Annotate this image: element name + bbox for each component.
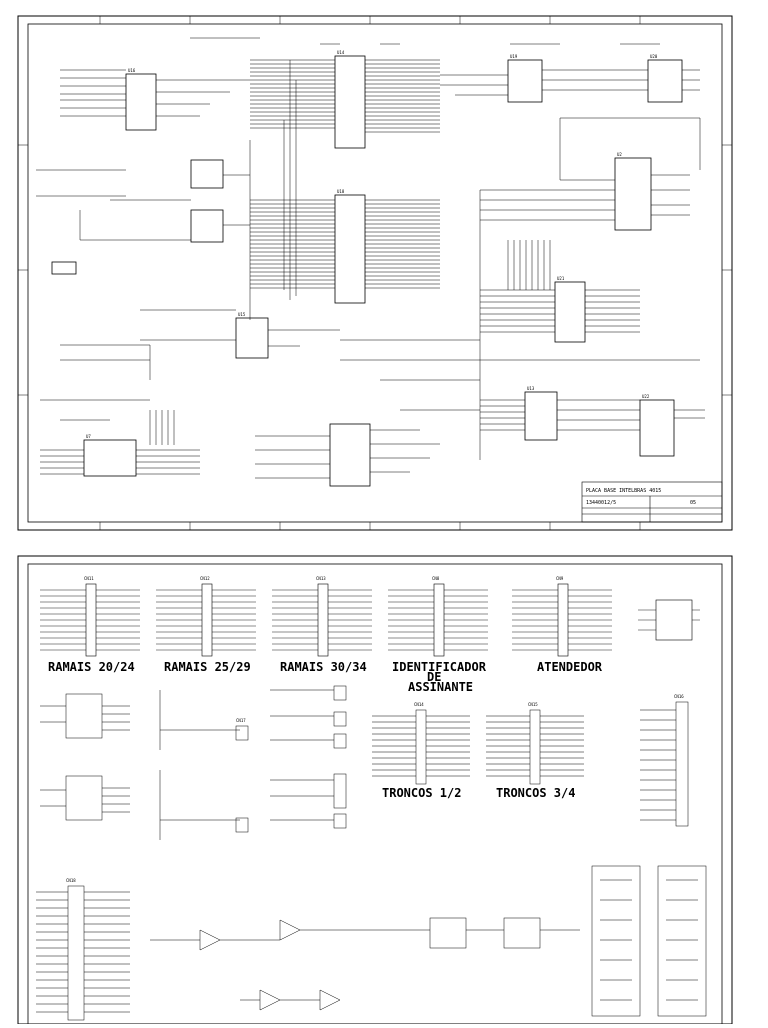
label-ramais-25-29: RAMAIS 25/29 bbox=[164, 660, 251, 674]
svg-text:U2: U2 bbox=[617, 152, 622, 157]
svg-text:U19: U19 bbox=[510, 54, 518, 59]
title-block-title: PLACA BASE INTELBRAS 4015 bbox=[586, 488, 661, 494]
connector-ref: CN18 bbox=[66, 878, 76, 883]
sheet-2-middle bbox=[40, 685, 689, 840]
svg-text:U20: U20 bbox=[650, 54, 658, 59]
sheet-1-title-block bbox=[581, 481, 723, 523]
sheet-2-bottom bbox=[36, 865, 707, 1021]
label-troncos-1-2: TRONCOS 1/2 bbox=[382, 786, 461, 800]
connector-ref: CN13 bbox=[316, 576, 326, 581]
label-assinante: ASSINANTE bbox=[408, 680, 473, 694]
sheet-2-connector-lines bbox=[40, 589, 700, 651]
label-atendedor: ATENDEDOR bbox=[537, 660, 603, 674]
sheet-1-zone-ticks bbox=[18, 16, 732, 530]
connector-ref: CN16 bbox=[674, 694, 684, 699]
connector-ref: CN17 bbox=[236, 718, 246, 723]
label-identificador: IDENTIFICADOR bbox=[392, 660, 487, 674]
label-ramais-30-34: RAMAIS 30/34 bbox=[280, 660, 367, 674]
svg-text:U18: U18 bbox=[337, 189, 345, 194]
label-de: DE bbox=[427, 670, 441, 684]
connector-ref: CN8 bbox=[432, 576, 440, 581]
svg-text:U13: U13 bbox=[527, 386, 535, 391]
svg-text:U7: U7 bbox=[86, 434, 91, 439]
svg-text:U14: U14 bbox=[337, 50, 345, 55]
connector-ref: CN9 bbox=[556, 576, 564, 581]
connector-ref: CN12 bbox=[200, 576, 210, 581]
sheet-2 bbox=[17, 555, 733, 1025]
connector-ref: CN11 bbox=[84, 576, 94, 581]
label-ramais-20-24: RAMAIS 20/24 bbox=[48, 660, 135, 674]
title-block-doc-number: 13440012/5 bbox=[586, 500, 616, 506]
sheet-1-wires bbox=[36, 37, 705, 479]
title-block-revision: 05 bbox=[690, 500, 696, 506]
svg-text:U22: U22 bbox=[642, 394, 650, 399]
svg-text:U21: U21 bbox=[557, 276, 565, 281]
connector-ref: CN14 bbox=[414, 702, 424, 707]
sheet-1-ics bbox=[51, 55, 683, 487]
svg-text:U16: U16 bbox=[128, 68, 136, 73]
label-troncos-3-4: TRONCOS 3/4 bbox=[496, 786, 575, 800]
connector-ref: CN15 bbox=[528, 702, 538, 707]
svg-text:U15: U15 bbox=[238, 312, 246, 317]
